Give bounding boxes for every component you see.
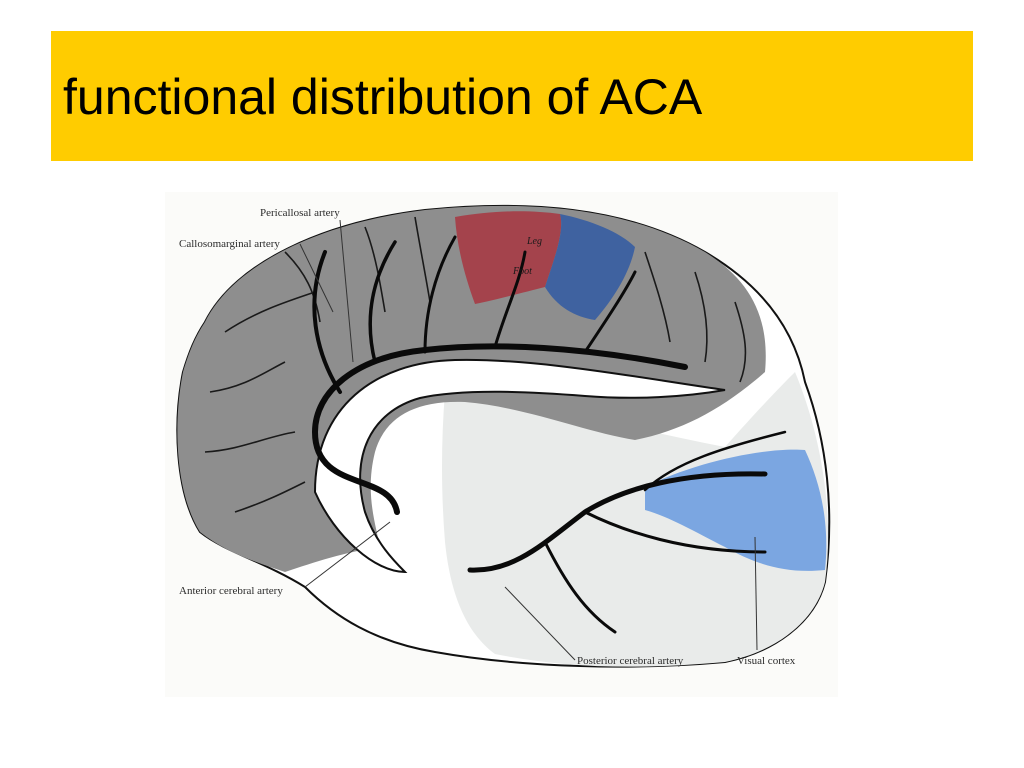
foot-area: [545, 214, 635, 320]
label-callosomarginal-artery: Callosomarginal artery: [179, 238, 280, 250]
foot-letter-f: Foot: [512, 266, 532, 277]
label-pericallosal-artery: Pericallosal artery: [260, 207, 340, 219]
corpus-callosum: [313, 358, 726, 574]
label-visual-cortex: Visual cortex: [737, 655, 796, 667]
slide-title: functional distribution of ACA: [63, 69, 703, 125]
arteries: [311, 235, 787, 634]
label-posterior-cerebral-artery: Posterior cerebral artery: [577, 655, 684, 667]
leader-lines: [299, 219, 758, 661]
title-bar: functional distribution of ACA: [51, 31, 973, 161]
label-anterior-cerebral-artery: Anterior cerebral artery: [179, 585, 283, 597]
leg-area: [455, 211, 562, 304]
brain-figure: Leg Foot Pericallosal artery Callosomarg…: [165, 192, 838, 697]
gyri-lines: [204, 216, 747, 513]
medial-brain-diagram: Leg Foot Pericallosal artery Callosomarg…: [176, 204, 831, 668]
visual-cortex-area: [645, 449, 827, 571]
leg-letter-l: Leg: [526, 236, 542, 247]
